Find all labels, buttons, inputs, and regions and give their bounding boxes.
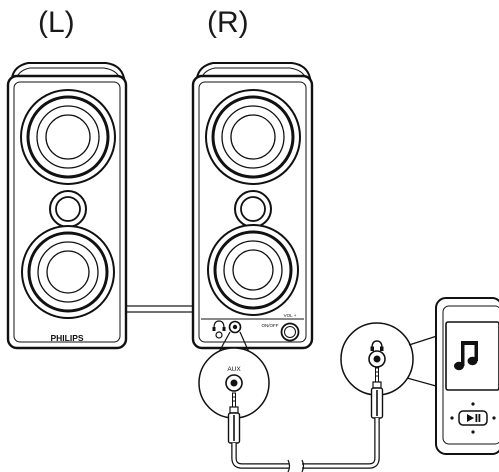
player-control-pad bbox=[450, 402, 496, 434]
left-top-woofer bbox=[20, 89, 116, 185]
aux-port bbox=[228, 320, 242, 334]
right-speaker-label: (R) bbox=[207, 6, 249, 39]
player-zoom-lines bbox=[406, 335, 438, 387]
audio-cable bbox=[227, 367, 384, 472]
player-jack-callout bbox=[340, 322, 414, 396]
player-screen bbox=[445, 321, 499, 391]
music-note-icon bbox=[454, 341, 478, 371]
right-control-panel: ON/OFF VOL + bbox=[201, 313, 304, 342]
left-speaker: PHILIPS bbox=[6, 62, 128, 350]
left-tweeter bbox=[49, 190, 87, 228]
aux-callout: AUX bbox=[198, 347, 270, 419]
right-bottom-woofer bbox=[207, 224, 299, 316]
aux-label: AUX bbox=[227, 366, 241, 373]
media-player bbox=[435, 297, 499, 455]
play-pause-icon bbox=[458, 410, 488, 426]
right-top-woofer bbox=[205, 89, 301, 185]
left-brand-logo: PHILIPS bbox=[50, 333, 83, 343]
onoff-text: ON/OFF bbox=[262, 323, 279, 328]
left-bottom-woofer bbox=[21, 225, 115, 319]
volume-text: VOL + bbox=[284, 313, 297, 318]
right-tweeter bbox=[234, 190, 272, 228]
headphone-jack-icon bbox=[212, 320, 226, 339]
speaker-link-cable bbox=[124, 305, 200, 313]
volume-knob bbox=[280, 322, 300, 342]
right-speaker: ON/OFF VOL + bbox=[191, 62, 314, 350]
headphone-icon bbox=[370, 340, 384, 351]
left-speaker-label: (L) bbox=[38, 6, 75, 39]
